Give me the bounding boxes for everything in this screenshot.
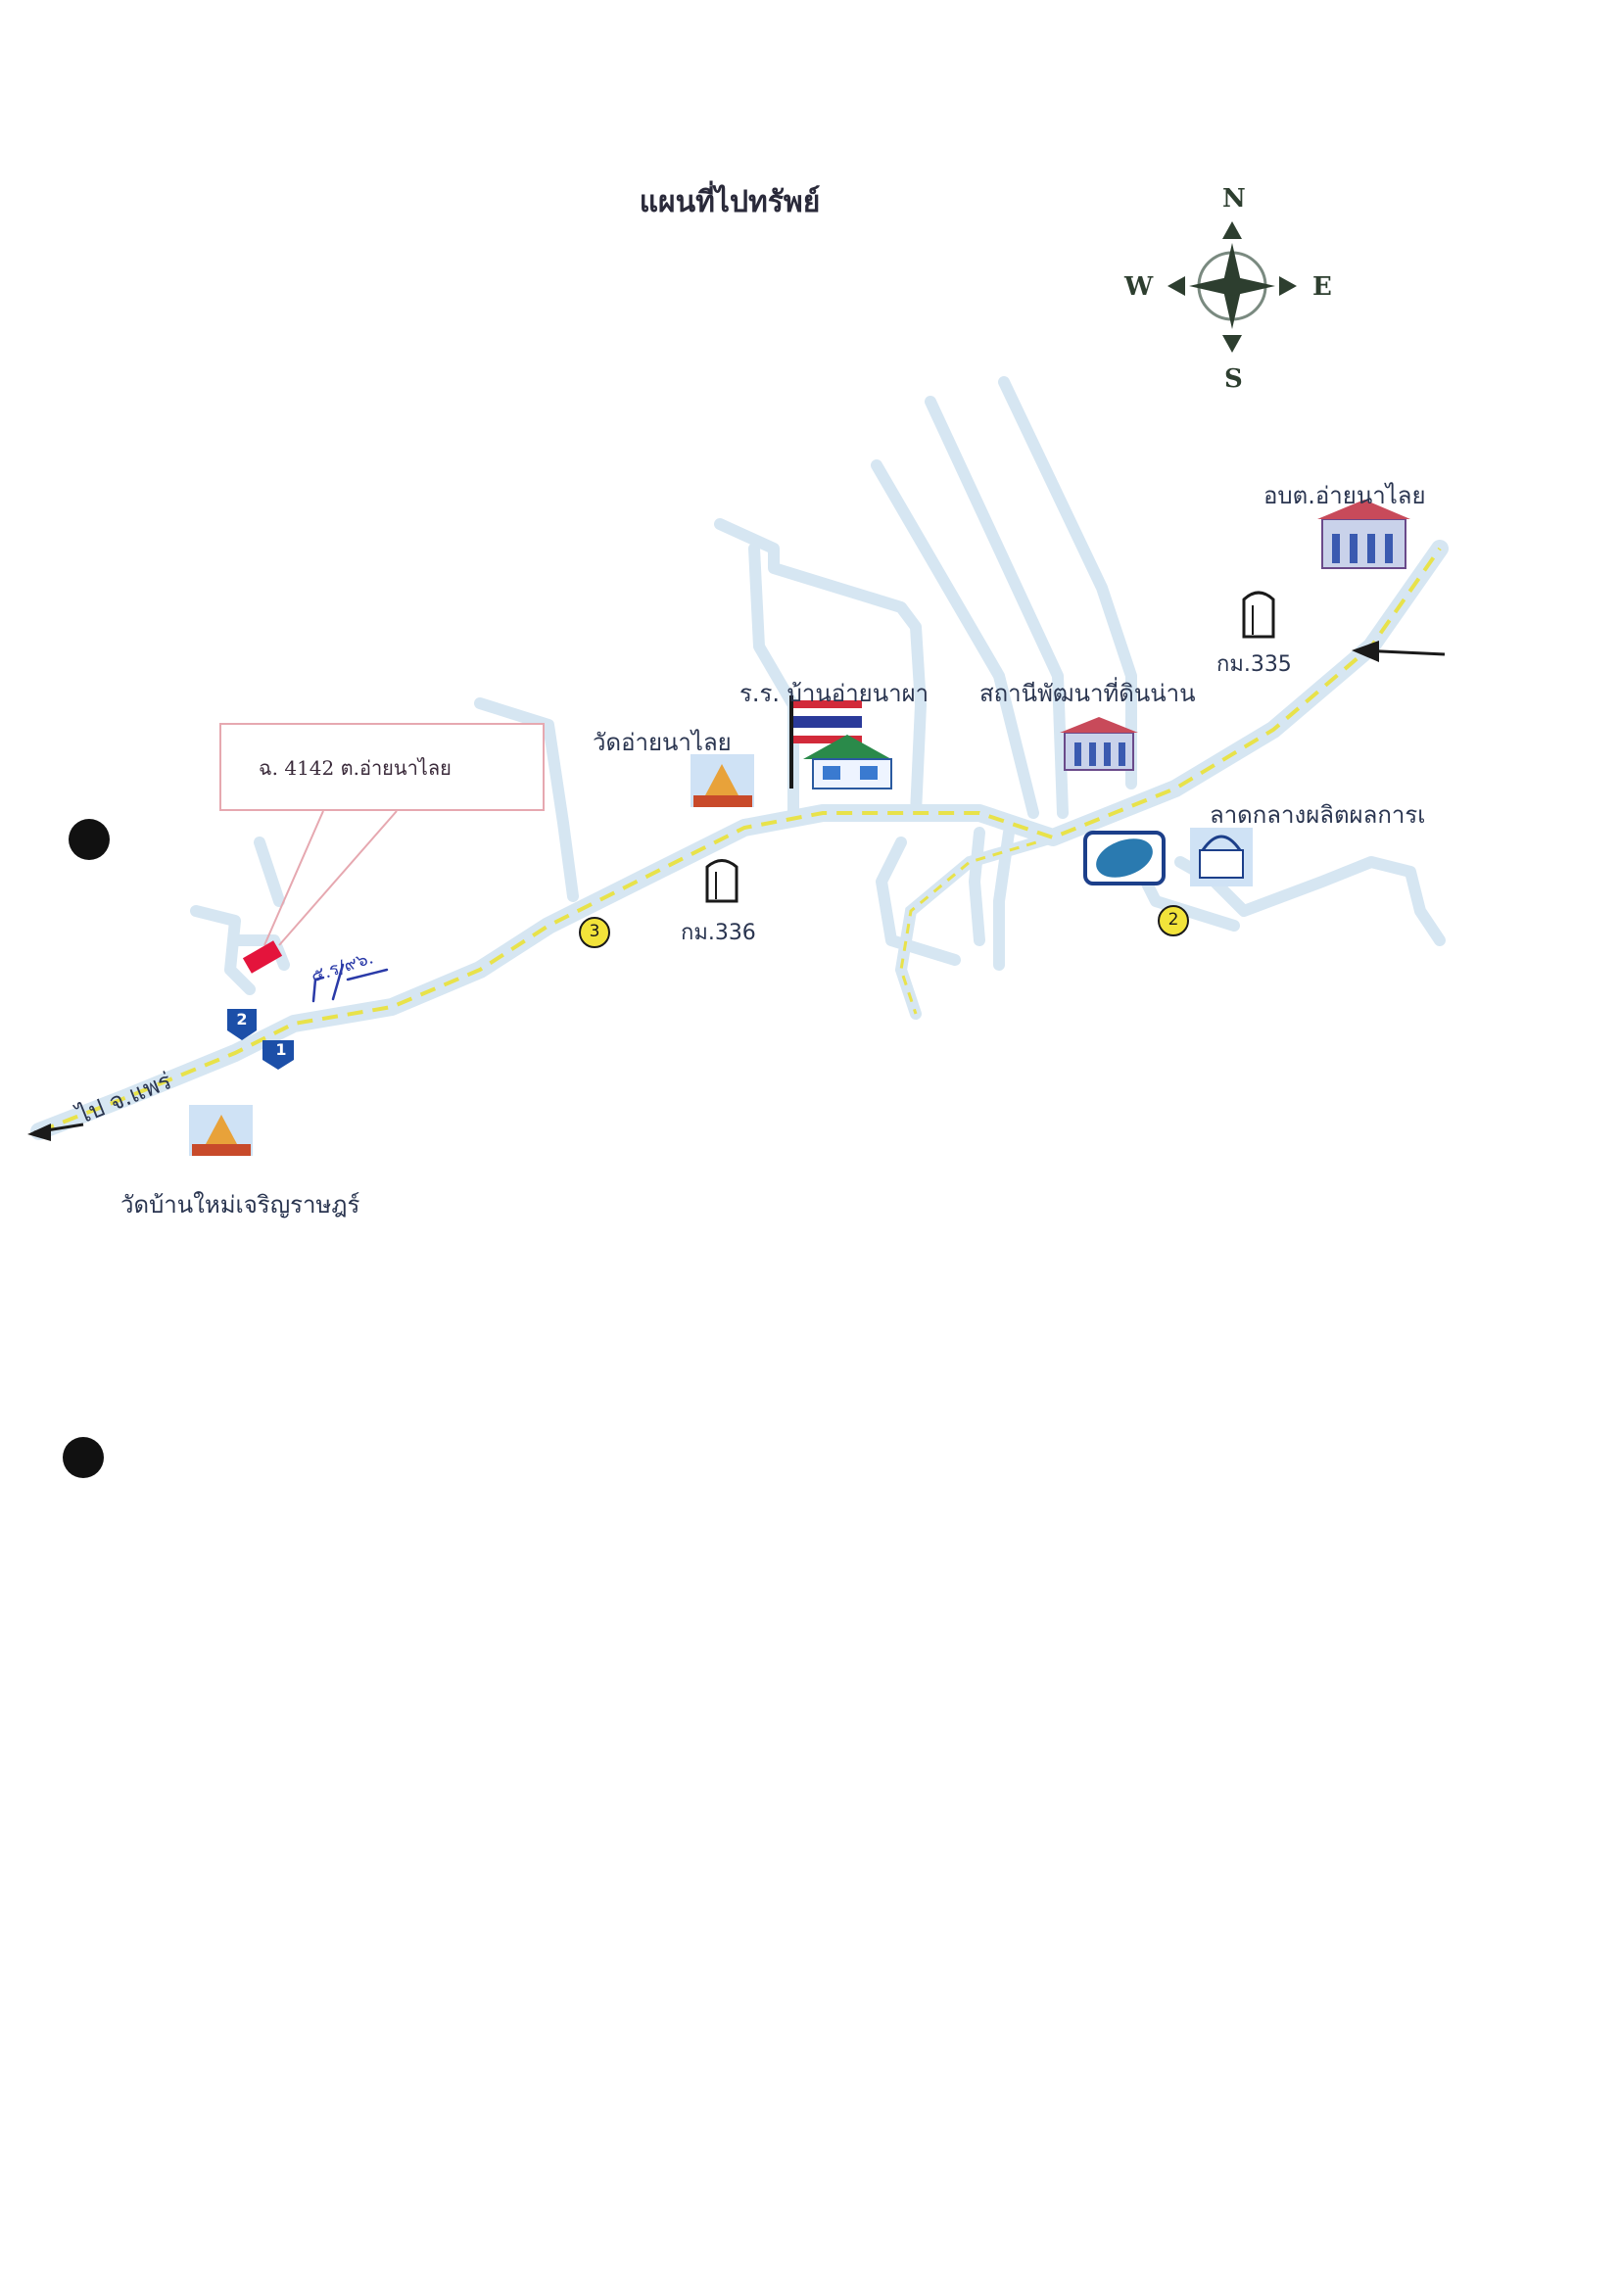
route-marker-2-label: 2	[236, 1010, 248, 1028]
route-marker-1-label: 1	[275, 1040, 287, 1059]
road-small-3	[229, 934, 290, 971]
circle-marker-3-label: 3	[589, 922, 600, 941]
handwritten-note-mark	[311, 963, 389, 1003]
property-marker	[242, 940, 283, 974]
compass-east-label: E	[1312, 272, 1332, 302]
km336-marker-icon	[705, 859, 739, 903]
land-station-icon	[1060, 717, 1138, 771]
road-diag-1	[871, 459, 1039, 819]
route-marker-1	[262, 1040, 294, 1070]
compass-rose	[1167, 221, 1297, 353]
callout-text: ฉ. 4142 ต.อ่ายนาไลย	[259, 756, 452, 780]
road-diag-2	[925, 396, 1069, 819]
temple-icon-ai-na-lai	[691, 754, 754, 807]
temple-icon-ban-mai	[189, 1105, 253, 1156]
label-sao-office: อบต.อ่ายนาไลย	[1263, 482, 1426, 509]
punch-hole-top	[69, 819, 110, 860]
compass-south-label: S	[1224, 364, 1243, 394]
label-km335: กม.335	[1216, 652, 1292, 677]
school-flag-icon	[789, 695, 892, 789]
circle-marker-2	[1158, 905, 1189, 936]
label-school: ร.ร. บ้านอ่ายนาผา	[739, 680, 929, 707]
sao-office-icon	[1317, 500, 1410, 569]
road-diag-3	[998, 376, 1137, 789]
label-land-station: สถานีพัฒนาที่ดินน่าน	[979, 680, 1196, 707]
km335-marker-icon	[1242, 591, 1275, 639]
market-basket-icon	[1190, 828, 1253, 886]
circle-marker-3	[579, 917, 610, 948]
road-north-1	[714, 518, 927, 819]
road-small-1	[254, 837, 285, 907]
label-wat-ai-na-lai: วัดอ่ายนาไลย	[593, 729, 732, 756]
label-market: ลาดกลางผลิตผลการเ	[1210, 801, 1426, 829]
compass-north-label: N	[1222, 184, 1246, 214]
road-south-1	[876, 837, 961, 966]
label-wat-ban-mai: วัดบ้านใหม่เจริญราษฎร์	[120, 1191, 360, 1219]
route-marker-2	[227, 1009, 257, 1040]
callout-pointer-1	[263, 810, 324, 946]
road-south-2	[969, 827, 985, 946]
highway-arrow-west	[27, 1123, 84, 1141]
road-small-2	[190, 905, 256, 995]
property-callout: ฉ. 4142 ต.อ่ายนาไลย	[219, 723, 545, 811]
co-op-logo-icon	[1083, 831, 1166, 885]
entry-arrow-east	[1352, 641, 1446, 662]
compass-west-label: W	[1124, 272, 1154, 302]
punch-hole-bottom	[63, 1437, 104, 1478]
label-km336: กม.336	[681, 921, 756, 945]
circle-marker-2-label: 2	[1167, 910, 1179, 930]
callout-pointer-2	[278, 810, 398, 946]
map-title: แผนที่ไปทรัพย์	[639, 185, 821, 219]
road-west	[474, 697, 579, 902]
